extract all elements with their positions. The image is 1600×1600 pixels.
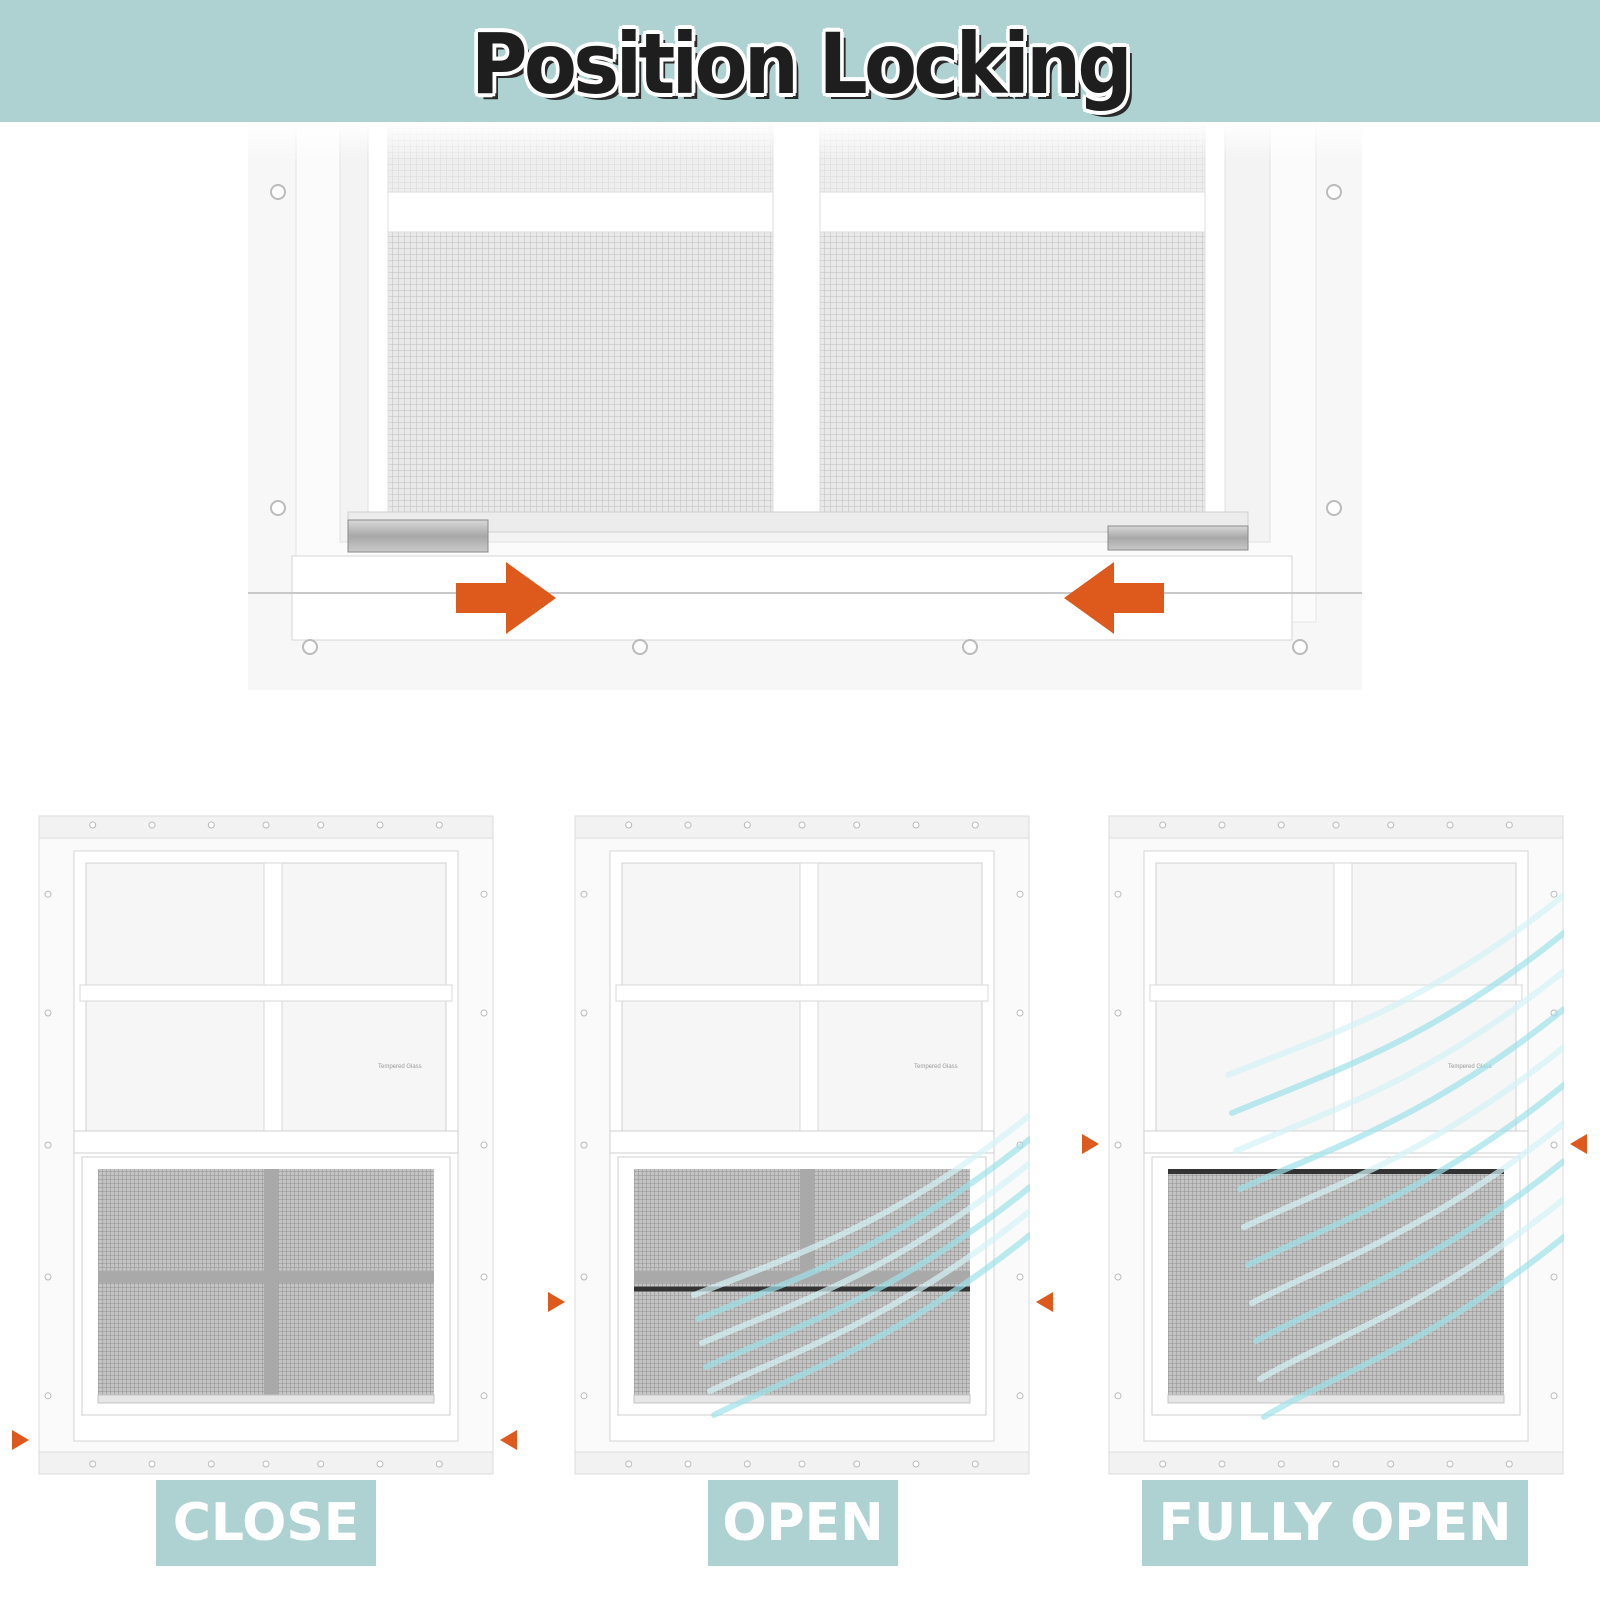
glass-label: Tempered Glass xyxy=(1448,1064,1492,1070)
position-marker-right-icon xyxy=(548,1292,565,1312)
arrow-left-icon xyxy=(1064,562,1164,634)
position-marker-right-icon xyxy=(1082,1134,1099,1154)
position-marker-left-icon xyxy=(1036,1292,1053,1312)
upper-sash: Tempered Glass xyxy=(1149,862,1523,1132)
airflow-streaks xyxy=(691,1112,1030,1418)
position-marker-right-icon xyxy=(12,1430,29,1450)
header-banner: Position Locking xyxy=(0,0,1600,122)
state-label-open: OPEN xyxy=(708,1480,898,1566)
lower-sash-screen xyxy=(81,1156,451,1416)
airflow-streaks xyxy=(1225,892,1564,1420)
upper-sash: Tempered Glass xyxy=(615,862,989,1132)
arrow-right-icon xyxy=(456,562,556,634)
upper-sash: Tempered Glass xyxy=(79,862,453,1132)
state-label-close: CLOSE xyxy=(156,1480,376,1566)
position-marker-left-icon xyxy=(1570,1134,1587,1154)
state-label-fully-open: FULLY OPEN xyxy=(1142,1480,1528,1566)
window-close-illustration: Tempered Glass xyxy=(38,815,494,1475)
lock-detail-image xyxy=(248,122,1362,690)
glass-label: Tempered Glass xyxy=(914,1064,958,1070)
glass-label: Tempered Glass xyxy=(378,1064,422,1070)
window-open-illustration: Tempered Glass xyxy=(574,815,1030,1475)
window-fully-open-illustration: Tempered Glass xyxy=(1108,815,1564,1475)
page-title: Position Locking xyxy=(470,15,1133,113)
position-marker-left-icon xyxy=(500,1430,517,1450)
